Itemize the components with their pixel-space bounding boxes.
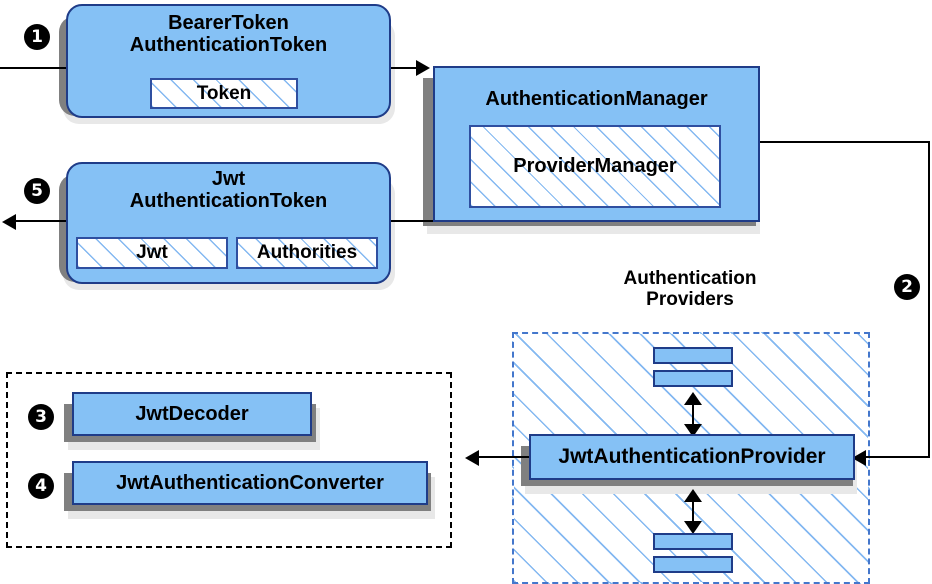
bearer-to-manager-line (391, 67, 422, 69)
authentication-manager-title: AuthenticationManager (485, 88, 708, 110)
jwt-label: Jwt (136, 242, 168, 263)
jwt-token-inner-authorities-panel[interactable]: Authorities (236, 237, 378, 269)
step-4-bullet: 4 (28, 473, 54, 499)
providers-chain-line-top (692, 398, 694, 428)
jwt-decoder-block[interactable]: JwtDecoder (72, 392, 312, 436)
jwt-token-output-line (16, 220, 66, 222)
manager-to-jwt-token-line (391, 220, 433, 222)
step-1-bullet: 1 (24, 24, 50, 50)
step-2-bullet: 2 (894, 274, 920, 300)
manager-to-provider-arrowhead (852, 450, 866, 466)
token-label: Token (196, 82, 252, 104)
authentication-manager-inner-provider-manager-panel[interactable]: ProviderManager (469, 125, 721, 208)
manager-to-provider-vertical-line (928, 141, 930, 457)
authorities-label: Authorities (256, 242, 358, 263)
providers-chain-arrow-down-top (684, 424, 702, 437)
jwt-token-title: Jwt AuthenticationToken (129, 168, 328, 213)
provider-to-components-line (479, 456, 529, 458)
jwt-components-region (6, 372, 452, 548)
providers-chain-arrow-up-top (684, 392, 702, 405)
jwt-authentication-converter-block[interactable]: JwtAuthenticationConverter (72, 461, 428, 505)
step-5-bullet: 5 (24, 178, 50, 204)
jwt-token-inner-jwt-panel[interactable]: Jwt (76, 237, 228, 269)
jwt-decoder-label: JwtDecoder (135, 402, 249, 425)
jwt-authentication-converter-label: JwtAuthenticationConverter (116, 471, 384, 494)
provider-to-components-arrowhead (465, 450, 479, 466)
manager-to-provider-top-line (760, 141, 930, 143)
providers-chain-arrow-down-bottom (684, 521, 702, 534)
authentication-providers-caption: Authentication Providers (623, 268, 757, 311)
bearer-token-title: BearerToken AuthenticationToken (129, 12, 328, 57)
providers-chain-line-bottom (692, 495, 694, 525)
jwt-authentication-provider-label: JwtAuthenticationProvider (558, 445, 826, 468)
provider-manager-label: ProviderManager (513, 155, 677, 177)
jwt-authentication-provider-block[interactable]: JwtAuthenticationProvider (529, 434, 855, 480)
incoming-request-line (0, 67, 70, 69)
other-provider-bar-bottom-1[interactable] (653, 533, 733, 550)
bearer-to-manager-arrowhead (416, 60, 430, 76)
providers-chain-arrow-up-bottom (684, 489, 702, 502)
other-provider-bar-top-2[interactable] (653, 370, 733, 387)
jwt-token-output-arrowhead (2, 214, 16, 230)
step-3-bullet: 3 (28, 404, 54, 430)
other-provider-bar-bottom-2[interactable] (653, 556, 733, 573)
bearer-token-inner-token-panel[interactable]: Token (150, 78, 298, 109)
manager-to-provider-bottom-line (866, 456, 930, 458)
other-provider-bar-top-1[interactable] (653, 347, 733, 364)
